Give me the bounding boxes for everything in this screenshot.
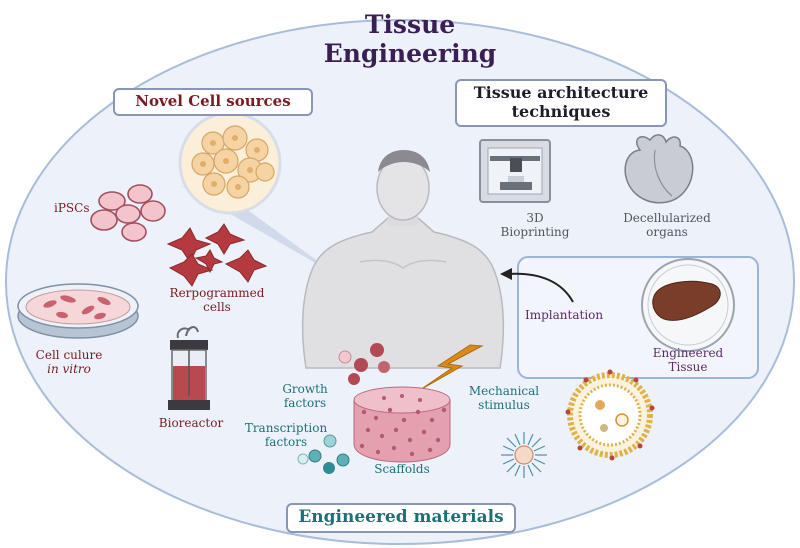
label-cell-culture-line-2: in vitro [47,362,91,376]
label-engineered-tissue-line-1: Engineered [652,346,724,360]
label-scaffolds: Scaffolds [374,462,430,476]
label-growth-factors-line-1: Growth [282,382,328,396]
lightning-icon [419,344,484,391]
label-bioprinting-line-2: Bioprinting [500,225,570,239]
label-reprogrammed-cells: Rerpogrammed cells [158,286,276,314]
label-growth-factors: Growth factors [270,382,340,410]
cell-sources-box: Novel Cell sources [113,88,313,116]
liver-icon [641,258,735,352]
arrow-icon [500,268,574,303]
label-cell-culture-line-1: Cell culure [35,348,103,362]
label-mechanical-line-2: stimulus [478,398,530,412]
label-ipscs: iPSCs [54,201,90,215]
3d-printer-icon [479,139,551,203]
transcription-factor-spheres-icon [297,434,350,474]
label-mechanical-stimulus: Mechanical stimulus [456,384,552,412]
label-bioreactor: Bioreactor [158,416,224,430]
materials-box: Engineered materials [286,503,516,533]
label-engineered-tissue-line-2: Tissue [668,360,708,374]
label-decellularized-line-2: organs [646,225,688,239]
label-bioprinting-line-1: 3D [526,211,544,225]
cell-sources-title: Novel Cell sources [135,92,291,110]
label-cell-culture: Cell culure in vitro [14,348,124,376]
label-transcription-factors: Transcription factors [234,421,338,449]
label-engineered-tissue: Engineered Tissue [640,346,736,374]
label-transcription-factors-line-1: Transcription [244,421,328,435]
label-mechanical-line-1: Mechanical [468,384,540,398]
label-decellularized-line-1: Decellularized [623,211,711,225]
label-transcription-factors-line-2: factors [264,435,308,449]
liposome-icon [565,369,655,461]
label-reprogrammed-line-2: cells [203,300,231,314]
title-line-1: Tissue [364,10,456,39]
label-implantation: Implantation [525,308,604,322]
label-reprogrammed-line-1: Rerpogrammed [169,286,265,300]
architecture-title-line-2: techniques [511,102,611,121]
label-growth-factors-line-2: factors [283,396,327,410]
label-3d-bioprinting: 3D Bioprinting [490,211,580,239]
label-decellularized-organs: Decellularized organs [612,211,722,239]
bioreactor-icon [168,326,210,410]
ipsc-cells-icon [90,184,166,242]
architecture-title-line-1: Tissue architecture [473,83,649,102]
growth-factor-spheres-icon [338,343,390,385]
scaffold-icon [353,386,451,463]
title-line-2: Engineering [323,39,497,68]
architecture-box: Tissue architecture techniques [455,79,667,127]
micelle-icon [501,432,547,478]
reprogrammed-cells-icon [166,223,268,287]
petri-dish-icon [17,283,139,339]
materials-title: Engineered materials [298,507,504,527]
human-body-icon [301,150,505,369]
page-title: Tissue Engineering [300,10,520,68]
heart-icon [624,134,694,204]
cell-cluster-icon [178,111,282,215]
